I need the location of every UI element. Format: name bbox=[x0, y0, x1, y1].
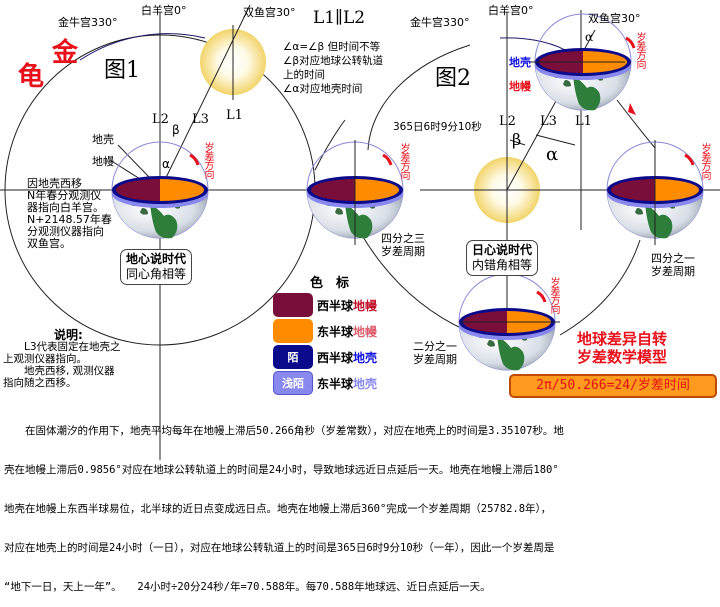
logo-char: 龟 bbox=[18, 62, 45, 92]
fig2-alpha-top-label: α bbox=[585, 30, 594, 44]
fig2-beta-label: β bbox=[512, 130, 522, 149]
legend-swatch: 陌 bbox=[273, 345, 313, 369]
legend-item: 东半球 地幔 bbox=[273, 318, 377, 344]
fig1-precession-direction-label-b: 岁差方向 bbox=[398, 143, 409, 179]
explanation-text: L3代表固定在地壳之 上观测仪器指向。 地壳西移, 观测仪器 指向随之西移。 bbox=[3, 341, 121, 389]
L3-label: L3 bbox=[192, 112, 209, 127]
note-left: 因地壳西移 N年春分观测仪 器指向白羊宫。 N+2148.57年春 分观测仪器指… bbox=[27, 177, 112, 250]
legend-item: 陌 西半球 地壳 bbox=[273, 344, 377, 370]
fig2-L3-label: L3 bbox=[540, 114, 557, 129]
legend-swatch bbox=[273, 293, 313, 317]
fig2-crust-label: 地壳 bbox=[509, 56, 531, 69]
legend-swatch: 浅陌 bbox=[273, 371, 313, 395]
angle-notes: ∠α=∠β 但时间不等 ∠β对应地球公转轨道 上的时间 ∠α对应地壳时间 bbox=[283, 41, 384, 95]
pisces-label: 双鱼宫30° bbox=[243, 6, 296, 19]
legend-item: 西半球 地幔 bbox=[273, 292, 377, 318]
fig2-aries-label: 白羊宫0° bbox=[488, 4, 534, 17]
parallel-label: L1∥L2 bbox=[313, 8, 366, 28]
mantle-label: 地幔 bbox=[92, 155, 114, 168]
explanation-title: 说明: bbox=[54, 328, 83, 342]
fig2-precession-direction-label: 岁差方向 bbox=[548, 277, 559, 313]
precession-direction-label: 岁差方向 bbox=[202, 142, 213, 178]
figure1-title: 图1 bbox=[104, 58, 140, 83]
one-half-label: 二分之一 岁差周期 bbox=[413, 340, 457, 366]
fig2-mantle-label: 地幔 bbox=[509, 80, 531, 93]
heliocentric-era-box: 日心说时代 内错角相等 bbox=[466, 240, 539, 276]
taurus-label: 金牛宫330° bbox=[58, 16, 118, 29]
figure2-title: 图2 bbox=[435, 66, 471, 91]
fig2-L2-label: L2 bbox=[499, 114, 516, 129]
model-title: 地球差异自转 岁差数学模型 bbox=[577, 330, 668, 366]
fig2-pisces-label: 双鱼宫30° bbox=[588, 12, 641, 25]
fig2-precession-direction-label: 岁差方向 bbox=[699, 143, 710, 179]
L1-label: L1 bbox=[226, 108, 243, 123]
L2-label: L2 bbox=[152, 112, 169, 127]
aries-label: 白羊宫0° bbox=[141, 4, 187, 17]
legend-title: 色 标 bbox=[310, 276, 350, 291]
legend-swatch bbox=[273, 319, 313, 343]
legend-item: 浅陌 东半球 地壳 bbox=[273, 370, 377, 396]
alpha-label: α bbox=[162, 157, 170, 171]
geocentric-era-box: 地心说时代 同心角相等 bbox=[120, 249, 193, 285]
diagram-canvas bbox=[0, 4, 720, 460]
fig2-taurus-label: 金牛宫330° bbox=[410, 16, 470, 29]
three-quarter-label: 四分之三 岁差周期 bbox=[381, 232, 425, 258]
fig2-alpha-label: α bbox=[546, 144, 559, 165]
one-quarter-label: 四分之一 岁差周期 bbox=[651, 252, 695, 278]
crust-label: 地壳 bbox=[92, 133, 114, 146]
orbit-time-label: 365日6时9分10秒 bbox=[393, 121, 482, 133]
description-paragraph: 在固体潮汐的作用下，地壳平均每年在地幔上滞后50.266角秒（岁差常数），对应在… bbox=[4, 425, 564, 593]
logo-char: 金 bbox=[52, 38, 79, 68]
formula-box: 2π/50.266=24/岁差时间 bbox=[509, 374, 717, 398]
fig2-L1-label: L1 bbox=[575, 114, 592, 129]
fig2-precession-direction-label: 岁差方向 bbox=[634, 32, 645, 68]
beta-label: β bbox=[172, 123, 180, 137]
